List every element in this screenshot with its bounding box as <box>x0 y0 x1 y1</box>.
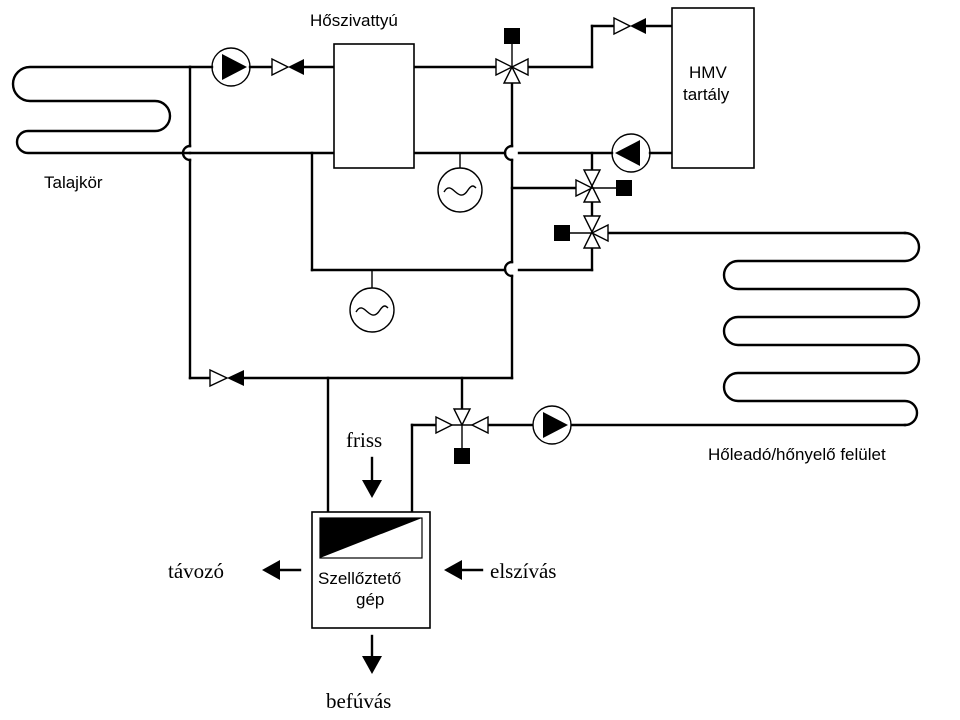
arrow-exhaust <box>262 560 302 580</box>
label-fresh-air: friss <box>346 428 382 452</box>
label-vent-unit: Szellőztető <box>318 569 401 588</box>
three-way-valve-middle <box>575 169 632 203</box>
pump-ground-loop <box>211 47 251 87</box>
check-valve-hmv <box>613 16 646 36</box>
heat-pump-unit <box>333 43 415 169</box>
three-way-valve-lower <box>554 215 609 249</box>
three-way-valve-top <box>495 28 529 84</box>
check-valve-bottom <box>209 368 244 388</box>
pump-hmv-return <box>611 133 651 173</box>
ventilation-unit <box>311 511 431 629</box>
label-heat-pump: Hőszivattyú <box>310 11 398 30</box>
arrow-supply <box>362 634 382 674</box>
label-extract-air: elszívás <box>490 559 556 583</box>
label-vent-unit-gep: gép <box>356 590 384 609</box>
hmv-tank <box>671 7 755 169</box>
pipe-network <box>181 24 907 514</box>
heat-exchanger-upper-symbol <box>437 153 483 213</box>
label-exhaust-air: távozó <box>168 559 224 583</box>
arrow-extract <box>444 560 484 580</box>
arrow-fresh <box>362 456 382 498</box>
pump-emitter <box>532 405 572 445</box>
label-supply-air: befúvás <box>326 689 391 713</box>
ground-loop-coil <box>11 65 192 155</box>
emitter-surface-coil <box>722 231 921 427</box>
label-ground-loop: Talajkör <box>44 173 103 192</box>
label-emitter-surface: Hőleadó/hőnyelő felület <box>708 445 886 464</box>
heat-exchanger-lower-symbol <box>349 270 395 333</box>
check-valve-ground <box>271 57 304 77</box>
label-hmv: HMV <box>689 63 727 82</box>
three-way-valve-bottom <box>435 408 489 464</box>
label-hmv-tank: tartály <box>683 85 730 104</box>
